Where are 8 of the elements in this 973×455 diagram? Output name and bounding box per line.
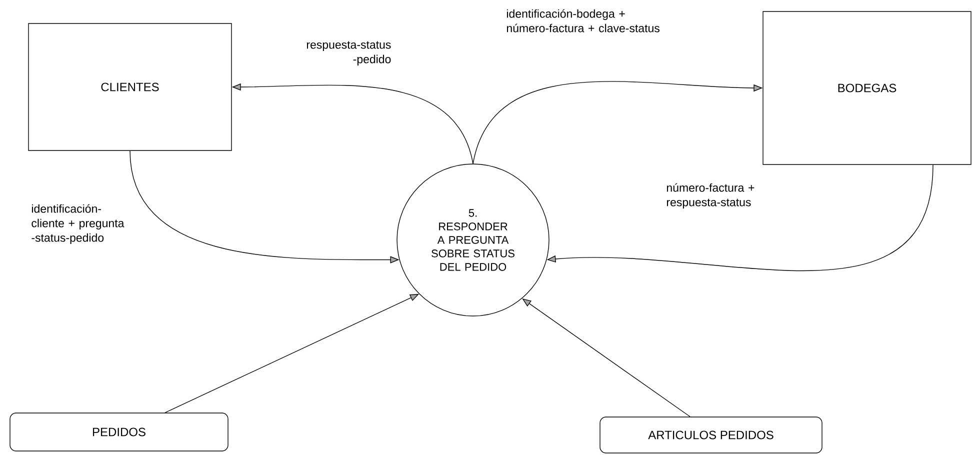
process-box: CLIENTES <box>28 23 232 151</box>
edge-label: identificación-bodega + número-factura + clave-status <box>506 9 660 32</box>
data-store-box: PEDIDOS <box>10 412 228 452</box>
edge-label: identificación- cliente + pregunta -status-pedido <box>32 204 124 244</box>
edge-label: número-factura + respuesta-status <box>666 183 754 209</box>
data-store-box: ARTICULOS PEDIDOS <box>600 416 822 454</box>
edge-label: respuesta-status -pedido <box>306 41 391 66</box>
process-box: BODEGAS <box>762 11 972 165</box>
